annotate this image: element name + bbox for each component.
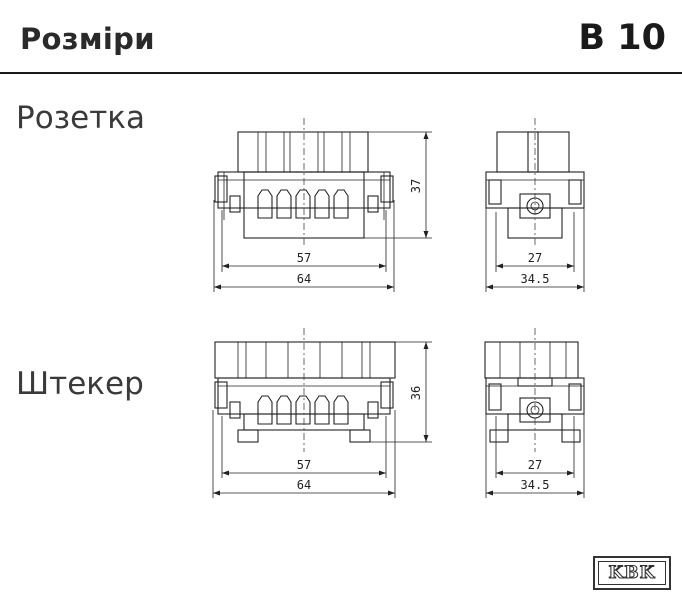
page-header: Розміри B 10 (0, 0, 682, 74)
socket-side-view: 27 34.5 (485, 118, 585, 292)
plug-pitch-dimension: 57 (297, 458, 311, 472)
plug-front-view: 36 57 64 (212, 328, 432, 498)
series-code: B 10 (578, 18, 666, 58)
socket-height-dimension: 37 (409, 179, 423, 193)
socket-width-dimension: 64 (297, 272, 311, 286)
kbk-logo-text: KBK (608, 562, 656, 583)
socket-side-outer-dimension: 34.5 (521, 272, 550, 286)
socket-side-inner-dimension: 27 (528, 251, 542, 265)
plug-side-view: 27 34.5 (484, 328, 585, 498)
socket-label: Розетка (16, 100, 145, 136)
kbk-logo: KBK (593, 556, 671, 590)
plug-width-dimension: 64 (297, 478, 311, 492)
plug-side-inner-dimension: 27 (528, 458, 542, 472)
socket-front-view: 37 57 64 (213, 118, 432, 292)
plug-side-outer-dimension: 34.5 (521, 478, 550, 492)
plug-height-dimension: 36 (409, 386, 423, 400)
plug-label: Штекер (16, 366, 144, 402)
page-title: Розміри (20, 22, 155, 56)
socket-pitch-dimension: 57 (297, 251, 311, 265)
kbk-logo-inner: KBK (598, 561, 666, 585)
